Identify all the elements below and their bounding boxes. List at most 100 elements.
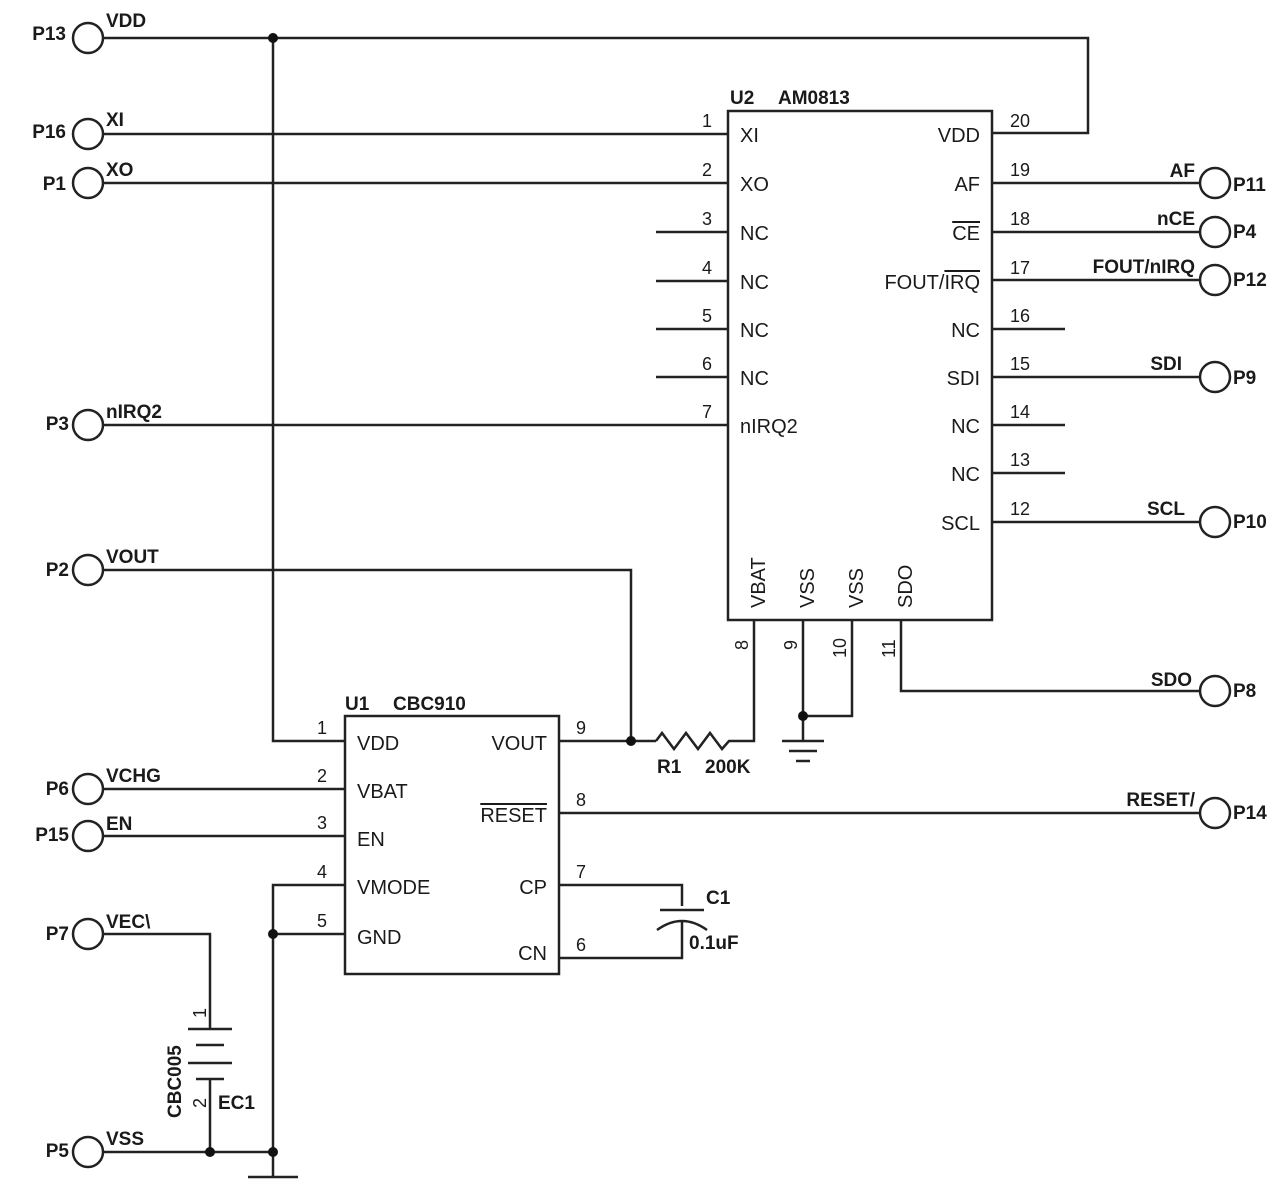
net-label: AF (1170, 161, 1195, 182)
port-connector (1198, 166, 1232, 200)
u2-pin-num: 6 (702, 354, 712, 374)
c1-ref: C1 (706, 888, 731, 909)
junction-dot (268, 33, 278, 43)
u1-pin-num: 3 (317, 813, 327, 833)
net-label: nIRQ2 (106, 402, 162, 423)
ic-u1: U1 CBC910 1 VDD 2 VBAT 3 EN 4 VMODE 5 GN… (317, 694, 586, 976)
u2-pin-name: VSS (797, 568, 819, 608)
ec1-pin2: 2 (190, 1098, 210, 1108)
port-connector (71, 819, 105, 853)
port-id: P8 (1233, 681, 1256, 702)
u2-pin-num: 7 (702, 402, 712, 422)
resistor-zigzag (655, 730, 735, 752)
u2-pin-num: 3 (702, 209, 712, 229)
u2-pin-num: 5 (702, 306, 712, 326)
u2-pin-num: 14 (1010, 402, 1030, 422)
u2-pin-name: SCL (941, 513, 980, 535)
port-id: P14 (1233, 803, 1267, 824)
ports-left: P13 VDD P16 XI P1 XO P3 nIRQ2 P2 VOUT P6… (32, 11, 162, 1169)
u2-pin-name-part: FOUT/ (884, 272, 944, 294)
u2-pin-name-part: IRQ (944, 272, 980, 294)
wire-vss (801, 620, 854, 718)
port-connector (1198, 796, 1232, 830)
u2-pin-name: SDO (895, 565, 917, 608)
r1-ref: R1 (657, 757, 682, 778)
net-label: SDO (1151, 670, 1192, 691)
port-connector (71, 772, 105, 806)
u1-pin-num: 2 (317, 766, 327, 786)
resistor-r1: R1 200K (655, 730, 751, 778)
net-label: nCE (1157, 209, 1195, 230)
ports-right: P11 AF P4 nCE P12 FOUT/nIRQ P9 SDI P10 S… (1093, 161, 1267, 830)
port-id: P3 (46, 414, 69, 435)
junction-dot (798, 711, 808, 721)
port-connector (71, 408, 105, 442)
net-label: VCHG (106, 766, 161, 787)
u2-pin-num: 19 (1010, 160, 1030, 180)
u2-pin-name: VDD (938, 125, 980, 147)
u1-body (343, 714, 561, 976)
wire-vdd (104, 36, 1090, 135)
port-id: P6 (46, 779, 69, 800)
capacitor-curved-plate (656, 919, 708, 932)
u2-pin-name: XI (740, 125, 759, 147)
u2-pin-name: NC (951, 320, 980, 342)
u2-pin-num: 10 (830, 638, 850, 658)
port-connector (71, 117, 105, 151)
u2-pin-num: 16 (1010, 306, 1030, 326)
u2-pin-num: 17 (1010, 258, 1030, 278)
ec1-pin1: 1 (190, 1008, 210, 1018)
u2-pin-num: 20 (1010, 111, 1030, 131)
junction-dot (205, 1147, 215, 1157)
u2-pin-name: NC (951, 464, 980, 486)
u1-pin-num: 7 (576, 862, 586, 882)
u2-pin-name: NC (740, 223, 769, 245)
net-label: EN (106, 814, 132, 835)
u1-pin-name: EN (357, 829, 385, 851)
port-id: P16 (32, 122, 66, 143)
u2-pin-name: VBAT (748, 557, 770, 608)
u2-pin-num: 2 (702, 160, 712, 180)
battery-ec1: 1 2 CBC005 EC1 (165, 1008, 255, 1118)
junction-dot (268, 929, 278, 939)
u2-pin-name: AF (954, 174, 980, 196)
wire-vout (104, 568, 633, 741)
wire-vec (104, 932, 212, 1029)
u2-pin-num: 1 (702, 111, 712, 131)
u2-pin-num: 13 (1010, 450, 1030, 470)
u1-pin-num: 5 (317, 911, 327, 931)
u1-pin-name: VBAT (357, 781, 408, 803)
u1-ref: U1 (345, 694, 370, 715)
ic-u2: U2 AM0813 1 XI 2 XO 3 NC 4 NC 5 NC 6 NC … (702, 88, 1030, 658)
u2-pin-name: XO (740, 174, 769, 196)
u1-pin-name: VDD (357, 733, 399, 755)
junction-dot (268, 1147, 278, 1157)
u1-pin-num: 8 (576, 790, 586, 810)
wire-sdo (899, 620, 1200, 693)
port-connector (71, 166, 105, 200)
port-id: P10 (1233, 512, 1267, 533)
port-id: P15 (35, 825, 69, 846)
u2-pin-name: VSS (846, 568, 868, 608)
u2-pin-name: FOUT/IRQ (884, 272, 980, 294)
u2-pin-num: 18 (1010, 209, 1030, 229)
port-id: P4 (1233, 222, 1257, 243)
u2-pin-name: NC (740, 320, 769, 342)
u2-pin-num: 11 (879, 639, 899, 658)
port-id: P5 (46, 1141, 70, 1162)
u1-pin-num: 1 (317, 718, 327, 738)
ec1-part: CBC005 (165, 1045, 186, 1118)
u1-pin-name: CP (519, 877, 547, 899)
u1-pin-num: 4 (317, 862, 327, 882)
port-connector (1198, 674, 1232, 708)
u2-pin-num: 8 (732, 640, 752, 650)
u1-part: CBC910 (393, 694, 466, 715)
u2-ref: U2 (730, 88, 754, 109)
u2-pin-name: nIRQ2 (740, 416, 798, 438)
u1-pin-name: VOUT (491, 733, 547, 755)
net-label: VOUT (106, 547, 159, 568)
net-label: XI (106, 110, 124, 131)
u1-pin-name: CN (518, 943, 547, 965)
wire-vmode (271, 883, 345, 1152)
net-label: XO (106, 160, 133, 181)
